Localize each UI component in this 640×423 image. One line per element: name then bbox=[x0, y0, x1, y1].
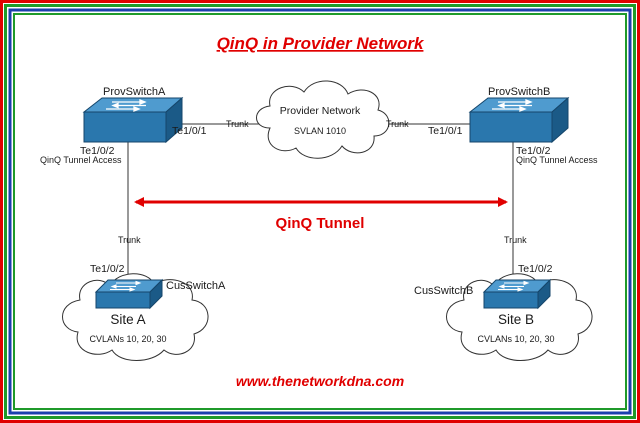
site-b-name: Site B bbox=[498, 312, 534, 327]
prov-switch-a-icon bbox=[82, 96, 184, 144]
prov-switch-b-icon bbox=[468, 96, 570, 144]
site-b-vlans: CVLANs 10, 20, 30 bbox=[477, 334, 554, 344]
website-url: www.thenetworkdna.com bbox=[236, 373, 404, 389]
prov-a-access-mode: QinQ Tunnel Access bbox=[40, 155, 122, 165]
prov-a-access-port: Te1/0/2 bbox=[80, 145, 115, 157]
cus-switch-b-name: CusSwitchB bbox=[414, 285, 473, 297]
cus-a-port: Te1/0/2 bbox=[90, 263, 125, 275]
prov-b-uplink-port: Te1/0/1 bbox=[428, 125, 463, 137]
prov-b-access-mode: QinQ Tunnel Access bbox=[516, 155, 598, 165]
link-lines bbox=[127, 123, 514, 292]
cus-switch-b-icon bbox=[482, 278, 552, 310]
trunk-label-provA: Trunk bbox=[226, 119, 249, 129]
provider-svlan: SVLAN 1010 bbox=[294, 126, 346, 136]
site-b-cloud: Site B CVLANs 10, 20, 30 bbox=[446, 273, 593, 361]
trunk-label-siteB: Trunk bbox=[504, 235, 527, 245]
site-a-name: Site A bbox=[110, 312, 145, 327]
cus-switch-a-icon bbox=[94, 278, 164, 310]
provider-cloud: Provider Network SVLAN 1010 bbox=[256, 80, 390, 159]
qinq-tunnel-label: QinQ Tunnel bbox=[276, 215, 365, 232]
trunk-label-siteA: Trunk bbox=[118, 235, 141, 245]
provider-name: Provider Network bbox=[280, 105, 361, 117]
site-a-vlans: CVLANs 10, 20, 30 bbox=[89, 334, 166, 344]
prov-a-uplink-port: Te1/0/1 bbox=[172, 125, 207, 137]
diagram-title: QinQ in Provider Network bbox=[217, 34, 425, 53]
prov-switch-b-name: ProvSwitchB bbox=[488, 86, 550, 98]
cus-switch-a-name: CusSwitchA bbox=[166, 280, 226, 292]
trunk-label-provB: Trunk bbox=[386, 119, 409, 129]
prov-b-access-port: Te1/0/2 bbox=[516, 145, 551, 157]
cus-b-port: Te1/0/2 bbox=[518, 263, 553, 275]
prov-switch-a-name: ProvSwitchA bbox=[103, 86, 166, 98]
